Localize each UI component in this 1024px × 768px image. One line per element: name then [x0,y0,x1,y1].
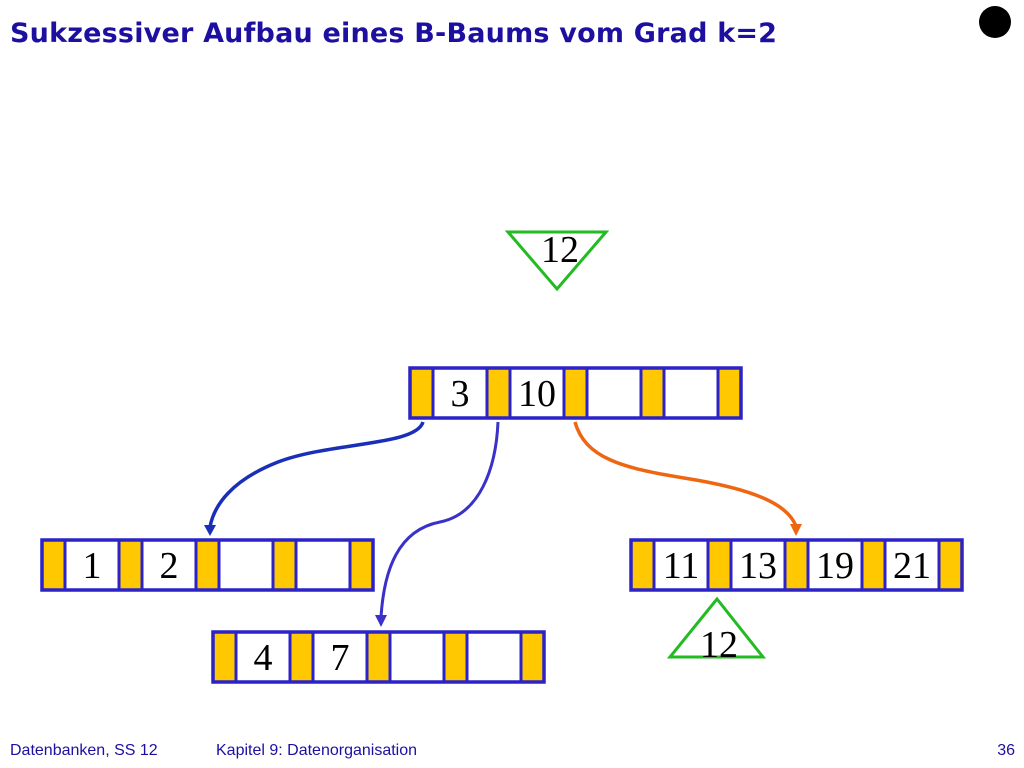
key-slot [662,366,720,420]
key-value: 10 [518,373,556,415]
pointer-arrow-middle [379,421,500,618]
pointer-slot [211,630,238,684]
pointer-slot [706,538,733,592]
child-pointers [204,421,802,627]
footer-course: Datenbanken, SS 12 [10,742,158,759]
node-border [629,538,964,592]
pointer-slot [485,366,512,420]
key-value: 1 [83,545,102,587]
pointer-slot [408,366,435,420]
pointer-arrow-right [573,421,798,527]
key-slot [294,538,352,592]
key-value: 3 [451,373,470,415]
node-border [40,538,375,592]
pointer-slot [562,366,589,420]
insert-triangle-icon [504,230,610,292]
footer-chapter: Kapitel 9: Datenorganisation [216,742,418,759]
pointer-slot [639,366,666,420]
pointer-slot [40,538,67,592]
pointer-slot [117,538,144,592]
key-slot [585,366,643,420]
pointer-slot [194,538,221,592]
pointer-slot [442,630,469,684]
key-value: 11 [663,545,700,587]
slide-title: Sukzessiver Aufbau eines B-Baums vom Gra… [10,18,778,49]
root-node: 3 10 [408,366,743,420]
node-border [408,366,743,420]
pointer-arrow-left [208,421,425,528]
key-value: 4 [254,637,273,679]
key-slot [465,630,523,684]
pointer-slot [365,630,392,684]
arrowhead-right-icon [790,524,802,536]
key-value: 19 [816,545,854,587]
pointer-slot [716,366,743,420]
key-value: 21 [893,545,931,587]
key-slot [388,630,446,684]
pointer-slot [860,538,887,592]
leaf-node-right: 11 13 19 21 [629,538,964,592]
overflow-triangle-icon [666,596,767,659]
pointer-slot [937,538,964,592]
pointer-slot [629,538,656,592]
overflow-key-marker: 12 [666,596,767,666]
key-value: 13 [739,545,777,587]
pointer-slot [348,538,375,592]
insert-key-label: 12 [541,229,579,271]
node-border [211,630,546,684]
key-slot [217,538,275,592]
pointer-slot [519,630,546,684]
pointer-slot [288,630,315,684]
insert-key-marker: 12 [504,229,610,292]
key-value: 7 [331,637,350,679]
arrowhead-left-icon [204,525,216,536]
key-value: 2 [160,545,179,587]
pointer-slot [783,538,810,592]
overflow-key-label: 12 [700,624,738,666]
footer-page-number: 36 [997,742,1015,759]
bullet-dot-icon [979,6,1011,38]
pointer-slot [271,538,298,592]
arrowhead-middle-icon [375,615,387,627]
